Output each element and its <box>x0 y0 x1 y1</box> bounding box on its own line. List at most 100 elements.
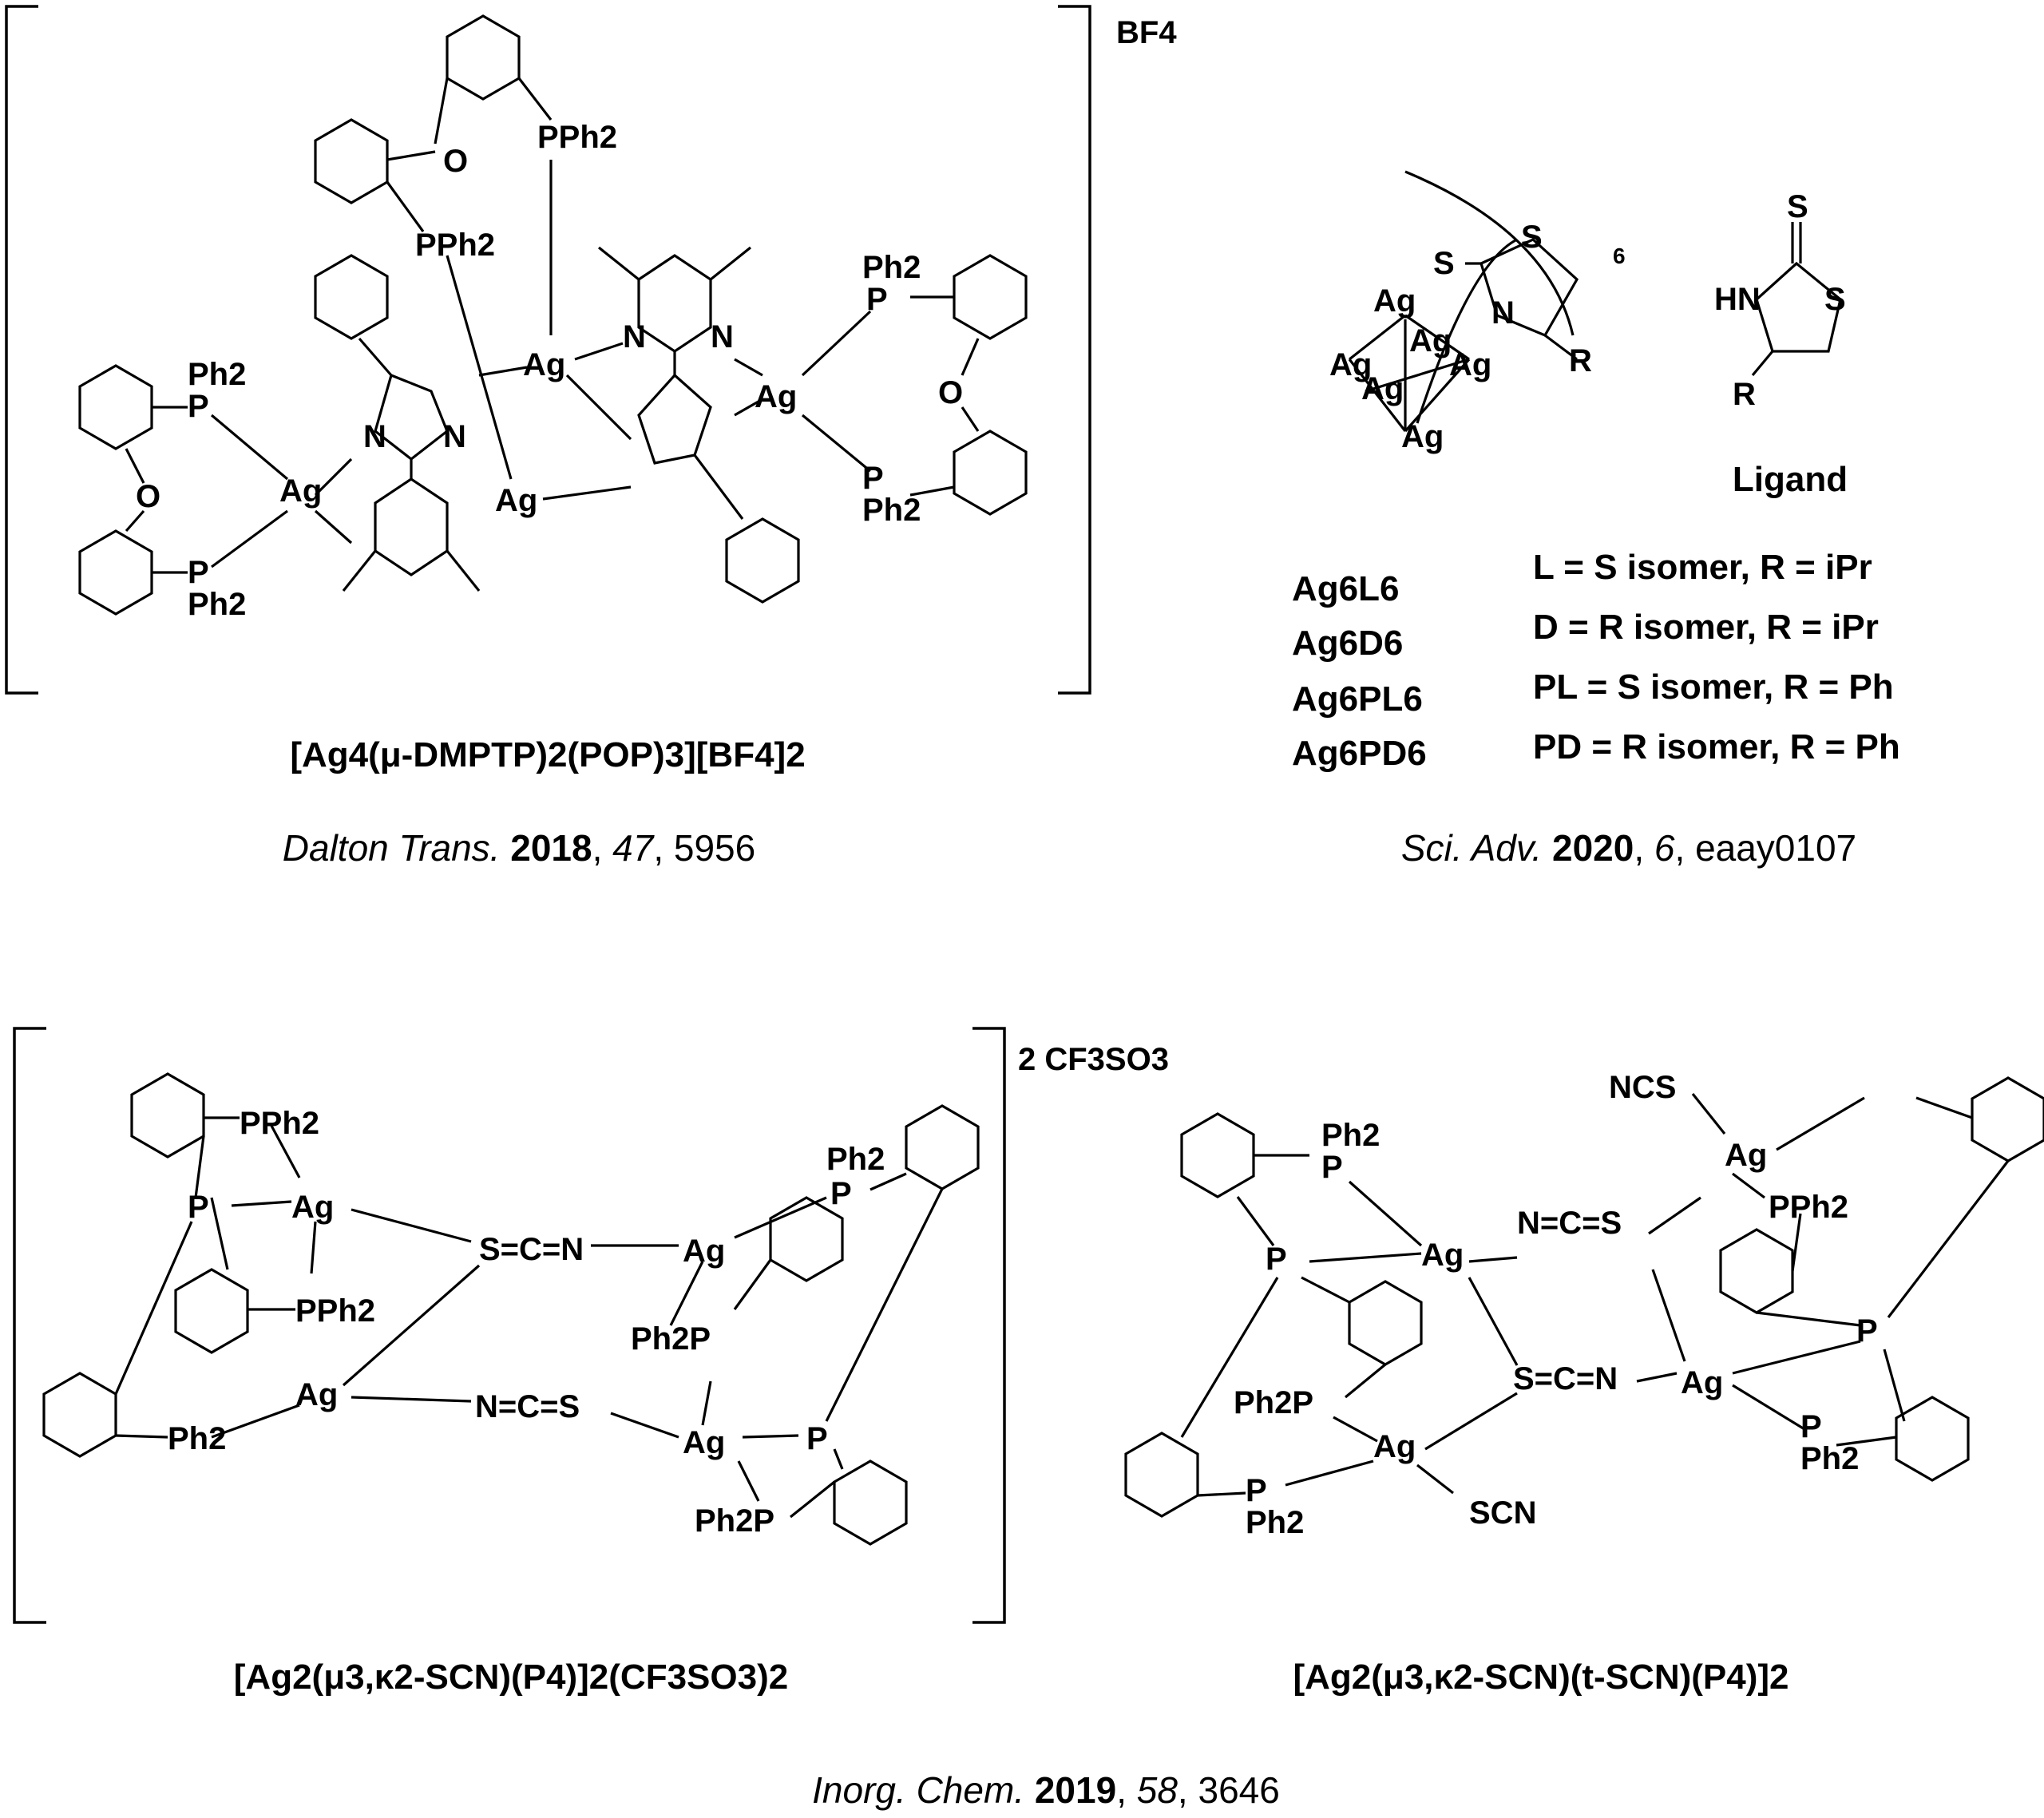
benzene-ring <box>78 364 153 450</box>
ligand-thiazolidine-ring <box>1755 261 1842 353</box>
caption-c: [Ag2(μ3,κ2-SCN)(P4)]2(CF3SO3)2 <box>234 1658 788 1697</box>
benzene-ring <box>953 430 1028 516</box>
atom-label: P <box>862 461 884 496</box>
caption-d: [Ag2(μ3,κ2-SCN)(t-SCN)(P4)]2 <box>1293 1658 1788 1697</box>
panel-a-ag4-complex: BF4 <box>5 5 1177 869</box>
bracket-right-a <box>1058 5 1091 695</box>
bracket-left-c <box>13 1027 46 1624</box>
atom-label: Ag <box>1401 419 1444 454</box>
compound-label: Ag6PL6 <box>1292 679 1423 719</box>
atom-label: Ag <box>1681 1365 1723 1400</box>
counter-ion-c: 2 CF3SO3 <box>1018 1042 1169 1077</box>
atom-label: P <box>866 282 888 317</box>
compound-label: Ag6D6 <box>1292 624 1403 663</box>
atom-label: Ph2 <box>1321 1118 1380 1153</box>
phenyl-ring <box>314 254 389 340</box>
atom-label: Ph2 <box>1246 1505 1304 1540</box>
atom-label: P <box>830 1176 852 1211</box>
atom-label: Ag <box>1449 347 1491 382</box>
atom-label: P <box>188 389 209 424</box>
atom-label: HN <box>1714 282 1761 317</box>
panel-d-ag2-scn-tscn-complex: NCS SCN Ag Ag Ag Ag N=C=S S=C=N Ph2 P P … <box>1124 1070 2044 1697</box>
atom-label: P <box>1856 1313 1878 1349</box>
benzene-ring <box>1971 1076 2044 1162</box>
atom-label: PPh2 <box>295 1293 375 1329</box>
atom-label: Ag <box>1361 371 1404 406</box>
panel-c-ag2-scn-complex: 2 CF3SO3 PPh2 PPh2 P Ph2P <box>13 1027 1169 1697</box>
pyrimidine-ring <box>637 254 712 353</box>
atom-label: Ph2 <box>1800 1441 1859 1476</box>
atom-label: PPh2 <box>415 228 495 263</box>
benzene-ring <box>1719 1228 1794 1314</box>
atom-label: N <box>623 319 646 354</box>
atom-label: Ph2 <box>168 1421 226 1456</box>
atom-label: Ag <box>523 347 565 382</box>
atom-label: P <box>188 1190 209 1225</box>
panel-b-ag6-cluster: Ag Ag Ag Ag Ag Ag S S N R 6 S HN S R Lig… <box>1292 170 1900 869</box>
atom-label: S <box>1824 282 1846 317</box>
counter-ion-a: BF4 <box>1116 15 1177 50</box>
atom-label: N <box>1491 295 1515 331</box>
compound-label: Ag6L6 <box>1292 569 1399 608</box>
atom-label: Ag <box>295 1377 338 1412</box>
bracket-right-c <box>972 1027 1006 1624</box>
atom-label: R <box>1569 343 1592 378</box>
atom-label: S=C=N <box>479 1232 584 1267</box>
atom-label: Ag <box>1373 283 1416 319</box>
atom-label: P <box>1800 1409 1822 1444</box>
atom-label: P <box>1246 1473 1267 1508</box>
atom-label: Ph2 <box>862 493 921 528</box>
atom-label: Ag <box>1725 1138 1767 1173</box>
definition-label: PL = S isomer, R = Ph <box>1533 667 1894 707</box>
atom-label: Ag <box>683 1425 725 1460</box>
atom-label: S <box>1521 220 1543 255</box>
atom-label: Ag <box>495 483 537 518</box>
atom-label: O <box>443 144 468 179</box>
reference-b: Sci. Adv. 2020, 6, eaay0107 <box>1401 827 1856 869</box>
atom-label: P <box>806 1421 828 1456</box>
atom-label: PPh2 <box>1769 1190 1848 1225</box>
bracket-left-a <box>5 5 38 695</box>
definition-label: PD = R isomer, R = Ph <box>1533 727 1900 766</box>
definition-label: L = S isomer, R = iPr <box>1533 548 1872 587</box>
atom-label: Ag <box>1421 1238 1464 1273</box>
phenyl-ring <box>725 517 800 604</box>
atom-label: N=C=S <box>475 1389 580 1424</box>
atom-label: O <box>136 479 160 514</box>
triazole-ring <box>637 373 712 465</box>
atom-label: NCS <box>1609 1070 1676 1105</box>
atom-label: PPh2 <box>537 120 617 155</box>
benzene-ring <box>1895 1396 1970 1482</box>
atom-label: Ag <box>279 473 322 509</box>
atom-label: Ph2 <box>826 1142 885 1177</box>
benzene-ring <box>174 1268 249 1354</box>
caption-a: [Ag4(μ-DMPTP)2(POP)3][BF4]2 <box>290 735 805 774</box>
atom-label: O <box>938 375 963 410</box>
reference-footer: Inorg. Chem. 2019, 58, 3646 <box>812 1769 1280 1811</box>
atom-label: PPh2 <box>240 1106 319 1141</box>
atom-label: P <box>1266 1242 1287 1277</box>
compound-label: Ag6PD6 <box>1292 734 1427 773</box>
reference-a: Dalton Trans. 2018, 47, 5956 <box>283 827 755 869</box>
atom-label: Ph2P <box>1234 1385 1313 1420</box>
atom-label: Ph2 <box>188 587 246 622</box>
atom-label: Ph2P <box>695 1503 774 1539</box>
atom-label: N <box>711 319 734 354</box>
atom-label: Ph2 <box>862 250 921 285</box>
atom-label: R <box>1733 377 1756 412</box>
atom-label: Ag <box>683 1234 725 1269</box>
definition-label: D = R isomer, R = iPr <box>1533 608 1879 647</box>
pyrimidine-ring <box>374 477 449 576</box>
atom-label: S=C=N <box>1513 1361 1618 1396</box>
atom-label: SCN <box>1469 1495 1536 1531</box>
benzene-ring <box>1124 1432 1199 1518</box>
benzene-ring <box>78 529 153 616</box>
benzene-ring <box>905 1104 980 1190</box>
benzene-ring <box>769 1196 844 1282</box>
benzene-ring <box>833 1460 908 1546</box>
atom-label: Ag <box>1329 347 1372 382</box>
benzene-ring <box>446 14 521 101</box>
atom-label: S <box>1787 189 1808 224</box>
benzene-ring <box>42 1372 117 1458</box>
atom-label: Ph2P <box>631 1321 711 1357</box>
